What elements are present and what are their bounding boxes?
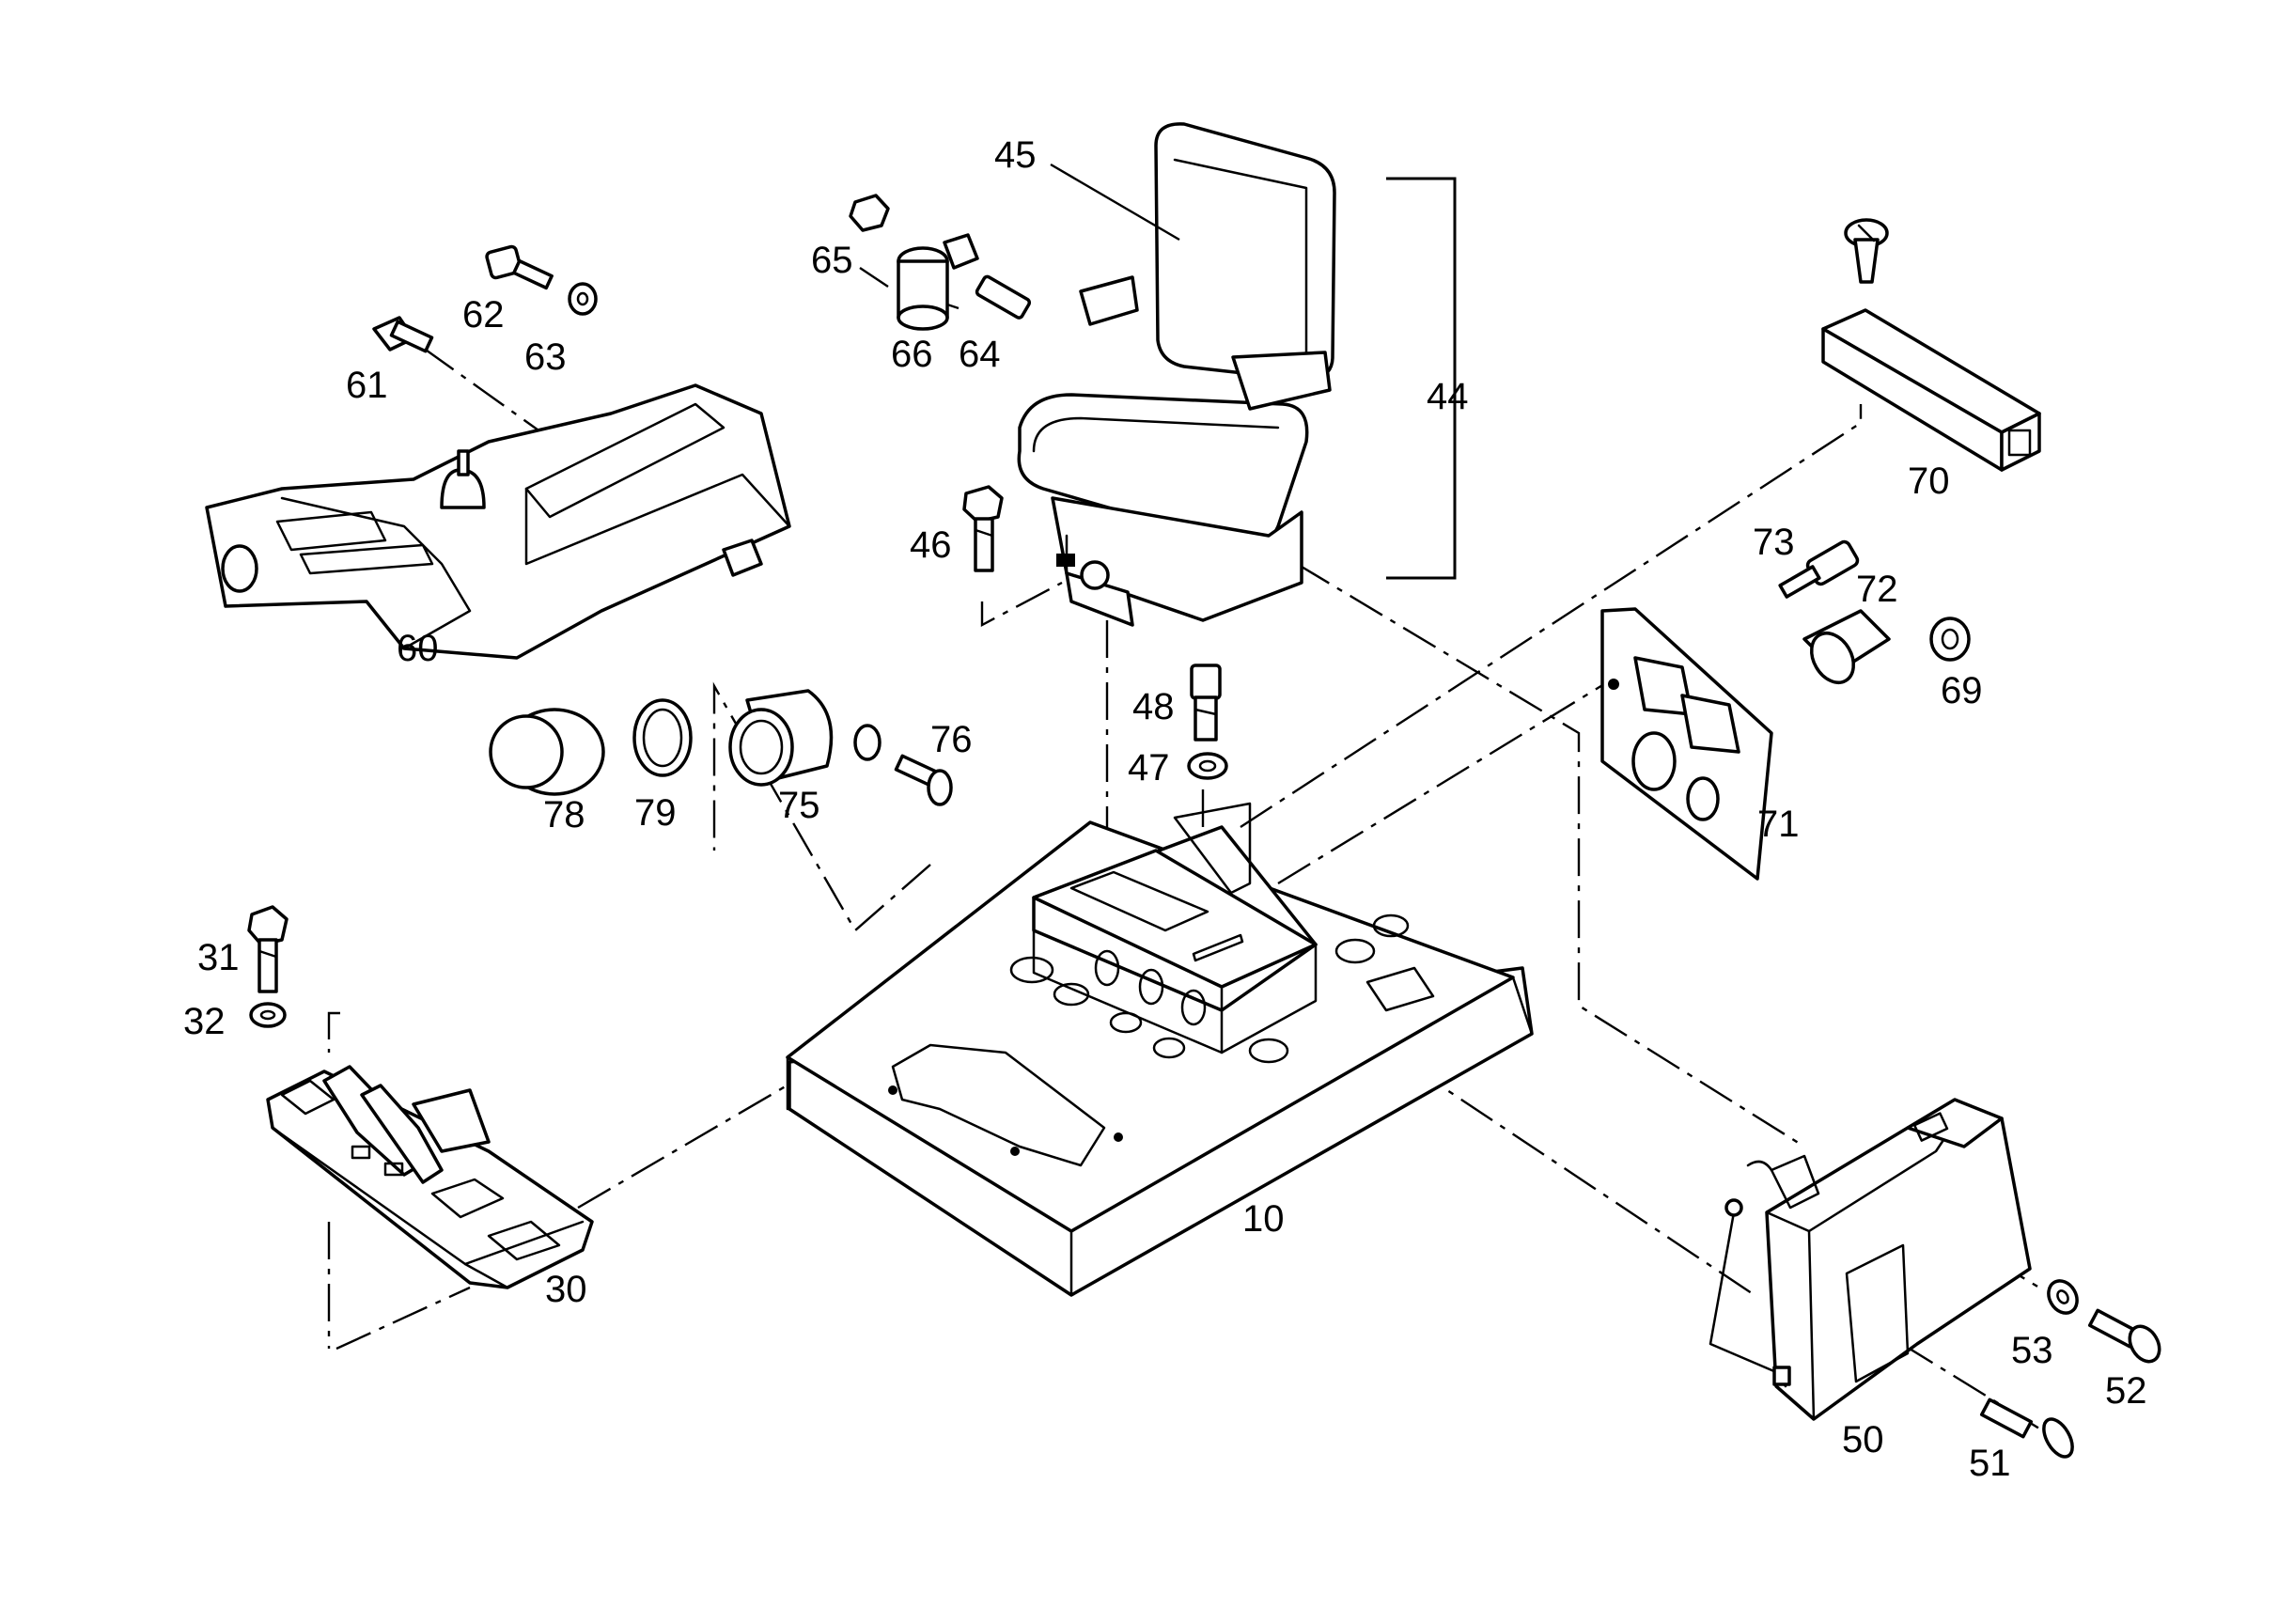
part-66-bushing (897, 233, 979, 331)
part-65-nut (849, 194, 890, 232)
leader-lines (327, 267, 2040, 1430)
part-60-left-console (205, 383, 791, 660)
label-78: 78 (543, 794, 585, 835)
label-70: 70 (1908, 461, 1950, 502)
label-46: 46 (910, 524, 952, 566)
label-32: 32 (183, 1001, 226, 1042)
label-31: 31 (197, 937, 240, 978)
part-75-housing (728, 689, 834, 787)
part-64-cap-screw (975, 274, 1032, 320)
part-48-cap-screw (1190, 664, 1222, 742)
part-30-pedal-plate (266, 1065, 594, 1289)
part-70-square-tube (1821, 308, 2041, 472)
label-47: 47 (1128, 747, 1170, 789)
label-66: 66 (891, 334, 933, 375)
part-62-cap-screw (485, 244, 554, 290)
part-72-rotary-switch (1802, 609, 1891, 684)
part-labels: 10 30 31 32 44 45 46 47 48 50 51 52 53 6… (183, 134, 2147, 1484)
label-62: 62 (462, 294, 505, 336)
part-10-base-plate (786, 820, 1534, 1297)
part-79-clamp (632, 698, 693, 777)
label-10: 10 (1242, 1198, 1285, 1240)
base-seat-box (1032, 802, 1318, 1054)
label-75: 75 (778, 785, 820, 826)
part-44-bracket (1386, 177, 1457, 580)
label-50: 50 (1842, 1419, 1884, 1460)
part-47-washer (1187, 752, 1228, 780)
part-71-switch-panel (1600, 607, 1773, 881)
part-69-knob (1929, 617, 1971, 662)
label-30: 30 (545, 1269, 587, 1310)
label-44: 44 (1427, 376, 1469, 417)
part-32-washer (249, 1002, 287, 1028)
label-61: 61 (346, 365, 388, 406)
part-63-washer (568, 282, 598, 316)
label-71: 71 (1757, 804, 1800, 845)
part-46-bolt (962, 485, 1004, 572)
label-73: 73 (1753, 522, 1795, 563)
label-72: 72 (1856, 569, 1898, 610)
label-51: 51 (1969, 1443, 2011, 1484)
part-45-seat (1017, 122, 1336, 627)
part-76-bolt (853, 724, 953, 806)
part-50-right-console (1708, 1098, 2032, 1421)
label-76: 76 (930, 719, 973, 760)
part-52-cap-screw (2087, 1308, 2161, 1364)
label-45: 45 (994, 134, 1037, 176)
part-31-bolt (247, 905, 289, 993)
label-60: 60 (397, 628, 439, 669)
label-52: 52 (2105, 1370, 2147, 1412)
label-69: 69 (1941, 670, 1983, 711)
part-73-cap-screw (1778, 539, 1860, 599)
label-64: 64 (959, 334, 1001, 375)
label-63: 63 (524, 336, 567, 378)
label-48: 48 (1132, 686, 1175, 727)
part-51-screw (1979, 1398, 2074, 1459)
part-53-washer (2047, 1279, 2079, 1315)
label-65: 65 (811, 240, 853, 281)
part-61-screw (372, 316, 434, 353)
part-78-bellows (489, 708, 605, 796)
label-53: 53 (2011, 1330, 2053, 1371)
pointer-lines (1050, 163, 1180, 242)
part-70-screw (1844, 218, 1889, 284)
label-79: 79 (634, 792, 677, 834)
